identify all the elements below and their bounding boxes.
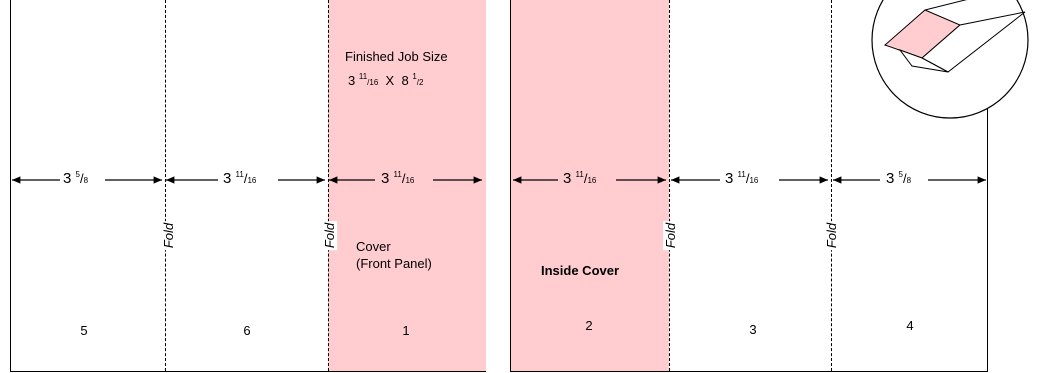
cover-panel-highlight <box>328 0 486 371</box>
cover-label: Cover (Front Panel) <box>356 239 432 271</box>
outside-sheet: Fold Fold Finished Job Size 3 11/16 X 8 … <box>10 0 486 372</box>
panel-number: 4 <box>906 318 914 333</box>
inside-cover-label: Inside Cover <box>541 263 620 278</box>
fold-line-3 <box>669 0 670 371</box>
fold-line-1 <box>165 0 166 371</box>
dimension-label: 3 5/8 <box>886 170 912 187</box>
dimension-label: 3 11/16 <box>563 170 597 187</box>
panel-number: 5 <box>80 323 88 338</box>
panel-number: 3 <box>749 322 757 337</box>
dimension-label: 3 11/16 <box>223 170 257 187</box>
job-size-title: Finished Job Size <box>345 49 448 64</box>
fold-line-4 <box>831 0 832 371</box>
job-size-value: 3 11/16 X 8 1/2 <box>348 72 424 88</box>
fold-illustration <box>871 0 1029 119</box>
dimension-label: 3 11/16 <box>725 170 759 187</box>
inside-cover-highlight <box>511 0 669 371</box>
panel-number: 6 <box>243 323 251 338</box>
dimension-label: 3 11/16 <box>381 170 415 187</box>
panel-number: 1 <box>402 323 410 338</box>
panel-number: 2 <box>585 318 593 333</box>
dimension-label: 3 5/8 <box>63 170 89 187</box>
fold-line-2 <box>328 0 329 371</box>
